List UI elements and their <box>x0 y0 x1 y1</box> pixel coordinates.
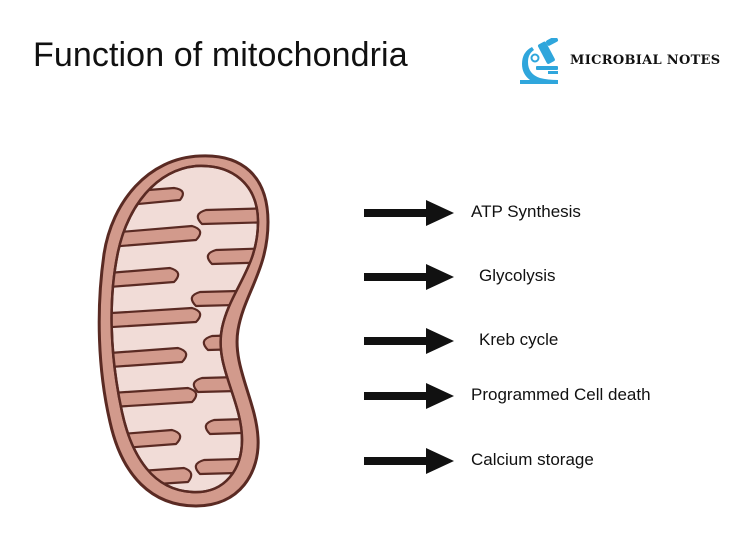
page-title: Function of mitochondria <box>33 36 408 75</box>
logo-text: MICROBIAL NOTES <box>570 53 720 68</box>
function-label: Calcium storage <box>471 450 594 470</box>
function-row: Glycolysis <box>360 262 730 292</box>
mitochondrion-illustration <box>96 150 271 510</box>
right-arrow-icon <box>360 326 460 356</box>
right-arrow-icon <box>360 446 460 476</box>
right-arrow-icon <box>360 262 460 292</box>
brand-logo: MICROBIAL NOTES <box>518 38 728 88</box>
function-label: Programmed Cell death <box>471 385 651 405</box>
function-label: ATP Synthesis <box>471 202 581 222</box>
function-label: Glycolysis <box>479 266 556 286</box>
function-row: Programmed Cell death <box>360 381 730 411</box>
function-row: Kreb cycle <box>360 326 730 356</box>
right-arrow-icon <box>360 198 460 228</box>
function-row: ATP Synthesis <box>360 198 730 228</box>
right-arrow-icon <box>360 381 460 411</box>
function-row: Calcium storage <box>360 446 730 476</box>
function-label: Kreb cycle <box>479 330 558 350</box>
microscope-icon <box>518 38 566 88</box>
